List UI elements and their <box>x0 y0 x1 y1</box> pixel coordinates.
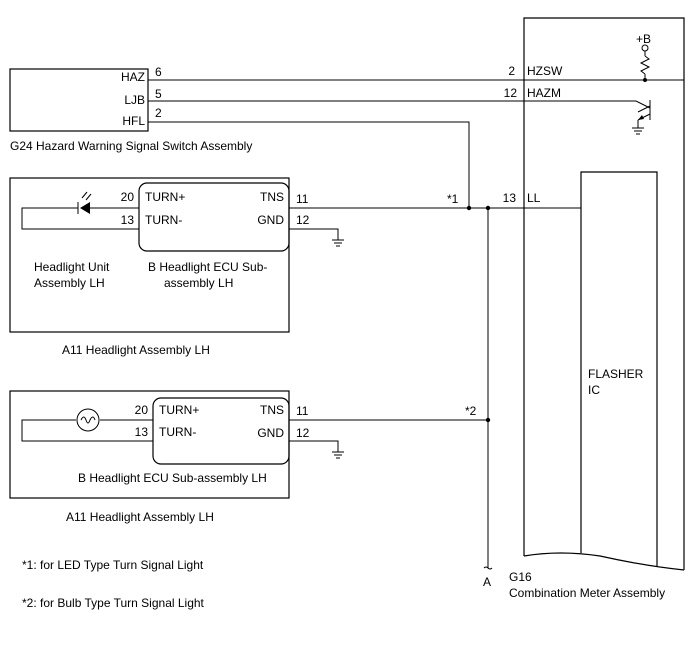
pin-number-20: 20 <box>121 190 135 204</box>
headlight-led-caption: A11 Headlight Assembly LH <box>62 343 210 357</box>
flasher-ic-label-2: IC <box>588 383 600 397</box>
pin-label-haz: HAZ <box>121 70 145 84</box>
footnote-2: *2: for Bulb Type Turn Signal Light <box>22 596 205 610</box>
pin-label-gnd-bulb: GND <box>257 426 284 440</box>
pin-label-gnd: GND <box>257 213 284 227</box>
pin-label-ljb: LJB <box>124 93 145 107</box>
supply-label: +B <box>636 32 651 46</box>
pin-number-13-bulb: 13 <box>135 425 149 439</box>
headlight-led-box <box>9 177 290 333</box>
footnotes: *1: for LED Type Turn Signal Light *2: f… <box>22 558 205 610</box>
pin-number-11: 11 <box>296 192 309 206</box>
meter-outline <box>523 17 685 570</box>
wire-bulb-loop <box>21 419 153 442</box>
wiring: A *1 *2 <box>148 79 684 589</box>
connector-a-mark <box>483 566 493 570</box>
pin-number-6: 6 <box>155 65 162 79</box>
pin-number-11-bulb: 11 <box>296 404 309 418</box>
meter-break-line <box>523 552 685 571</box>
pin-number-meter-2: 2 <box>508 64 515 78</box>
pin-number-12: 12 <box>296 213 310 227</box>
pin-label-ll: LL <box>527 191 541 205</box>
headlight-ecu-box <box>138 182 290 252</box>
headlight-ecu-label: B Headlight ECU Sub- <box>148 260 267 274</box>
wire-led-loop <box>21 207 139 230</box>
led-icon <box>80 202 90 214</box>
headlight-led-assembly: 20 13 TURN+ TURN- TNS GND 11 12 Headligh… <box>9 177 344 357</box>
pin-label-turn-minus-bulb: TURN- <box>159 425 196 439</box>
pullup-resistor <box>639 55 651 75</box>
wire-ljb-hazm <box>148 100 651 109</box>
headlight-ecu-label-bulb: B Headlight ECU Sub-assembly LH <box>78 471 267 485</box>
wire-gnd-bulb <box>289 440 339 452</box>
pin-label-turn-plus-bulb: TURN+ <box>159 403 199 417</box>
pin-label-turn-minus: TURN- <box>145 213 182 227</box>
pin-label-hazm: HAZM <box>527 86 561 100</box>
pin-label-turn-plus: TURN+ <box>145 190 185 204</box>
marker-1: *1 <box>447 192 459 206</box>
meter-code: G16 <box>509 570 532 584</box>
hazard-switch-assembly: HAZ LJB HFL 6 5 2 G24 Hazard Warning Sig… <box>9 65 252 153</box>
pin-number-20-bulb: 20 <box>135 403 149 417</box>
headlight-unit-label: Headlight Unit <box>34 260 110 274</box>
pin-label-tns-bulb: TNS <box>260 403 284 417</box>
bulb-icon <box>76 408 100 432</box>
headlight-ecu-label-2: assembly LH <box>164 276 233 290</box>
hazard-switch-box <box>9 68 149 132</box>
headlight-bulb-assembly: 20 13 TURN+ TURN- TNS GND 11 12 B Headli… <box>9 390 344 524</box>
pin-number-meter-12: 12 <box>504 86 518 100</box>
flasher-ic-box <box>580 171 658 566</box>
footnote-1: *1: for LED Type Turn Signal Light <box>22 558 204 572</box>
pin-number-12-bulb: 12 <box>296 426 310 440</box>
headlight-bulb-caption: A11 Headlight Assembly LH <box>66 510 214 524</box>
flasher-ic-label: FLASHER <box>588 367 644 381</box>
pin-number-2: 2 <box>155 106 162 120</box>
meter-name: Combination Meter Assembly <box>509 586 665 600</box>
wire-hfl <box>148 121 470 208</box>
wire-gnd <box>289 228 339 240</box>
headlight-ecu-box-bulb <box>152 397 290 465</box>
hazard-switch-caption: G24 Hazard Warning Signal Switch Assembl… <box>10 139 252 153</box>
connector-a-label: A <box>483 575 491 589</box>
pin-number-meter-13: 13 <box>503 191 517 205</box>
combination-meter: FLASHER IC +B HZSW HAZM LL 2 12 13 G16 C… <box>503 17 685 600</box>
pin-label-hzsw: HZSW <box>527 64 563 78</box>
pin-number-5: 5 <box>155 87 162 101</box>
headlight-unit-label-2: Assembly LH <box>34 276 105 290</box>
marker-2: *2 <box>465 404 477 418</box>
pin-number-13: 13 <box>121 213 135 227</box>
pin-label-tns: TNS <box>260 190 284 204</box>
pin-label-hfl: HFL <box>122 114 145 128</box>
